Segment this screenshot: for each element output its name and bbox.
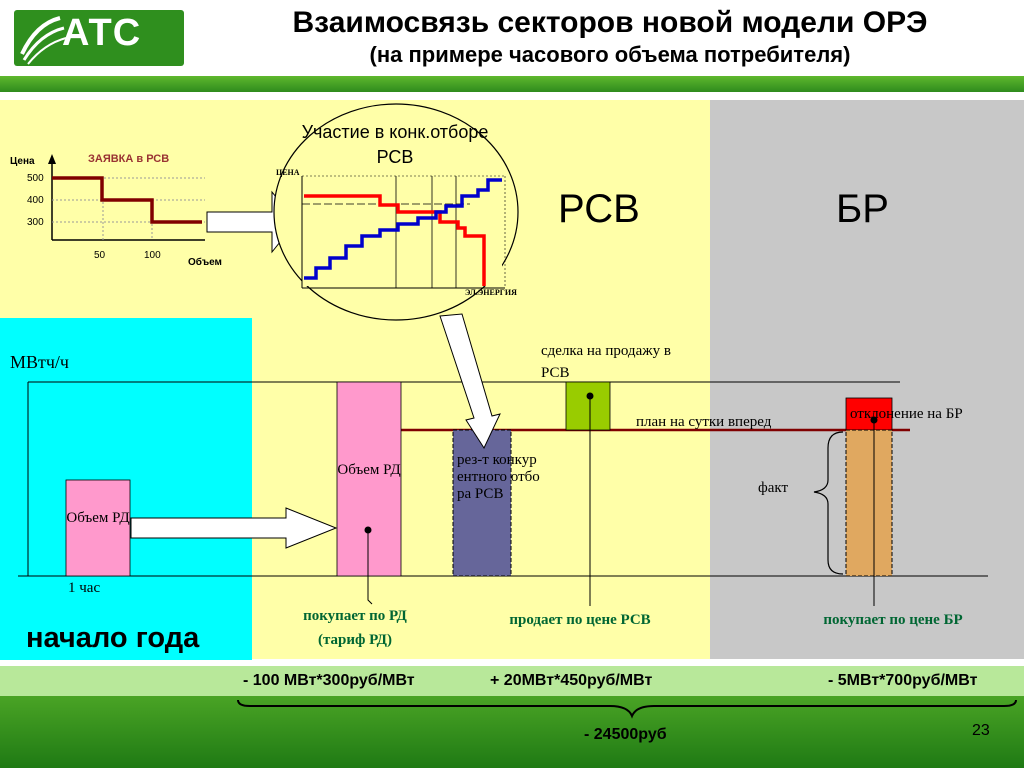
fact-brace (813, 431, 844, 575)
main-y-label: МВтч/ч (10, 352, 69, 372)
logo (14, 10, 184, 66)
demand-curve (304, 194, 486, 286)
footer-light-stripe (0, 666, 1024, 696)
bid-x-label: Объем (188, 257, 222, 268)
auction-y-label: ЦЕНА (276, 168, 300, 177)
bid-y-label: Цена (10, 156, 35, 167)
bid-tick-50: 50 (94, 250, 106, 261)
rsv-result-label: рез-т конкурентного отбора РСВ (457, 452, 540, 502)
auction-caption: Участие в конк.отборе РСВ (301, 122, 489, 167)
calc-rsv: + 20МВт*450руб/МВт (490, 672, 653, 689)
page-number: 23 (972, 722, 990, 739)
start-year-label: начало года (26, 622, 200, 654)
rd-big-label: Объем РД (337, 462, 401, 478)
buys-br-note: покупает по цене БР (823, 612, 963, 628)
auction-x-label: ЭЛ.ЭНЕРГИЯ (465, 288, 517, 297)
sale-label: сделка на продажу в РСВ (541, 343, 671, 381)
bid-tick-300: 300 (27, 217, 44, 228)
rsv-result-bar (452, 429, 512, 577)
rd-pointer (367, 530, 373, 605)
logo-text: АТС (62, 12, 142, 54)
deviation-label: отклонение на БР (850, 406, 963, 422)
calc-rd: - 100 МВт*300руб/МВт (243, 672, 415, 689)
hour-label: 1 час (68, 580, 101, 596)
auction-to-result-arrow (439, 313, 501, 450)
header-green-strip (0, 76, 1024, 92)
rd-big-bar (336, 381, 402, 577)
logo-swoosh-icon (20, 16, 67, 65)
fact-bar (845, 429, 893, 577)
br-sector-label: БР (836, 187, 889, 231)
bid-tick-500: 500 (27, 173, 44, 184)
plan-label: план на сутки вперед (636, 414, 772, 430)
page-title: Взаимосвязь секторов новой модели ОРЭ (292, 6, 928, 39)
bid-chart-title: ЗАЯВКА в РСВ (88, 153, 170, 165)
rsv-sector-label: РСВ (558, 187, 640, 231)
supply-curve (304, 178, 502, 280)
sells-rsv-note: продает по цене РСВ (509, 612, 651, 628)
bid-y-arrow-icon (48, 154, 56, 164)
calc-total: - 24500руб (584, 726, 667, 743)
rd-small-label: Объем РД (66, 510, 130, 526)
sale-bar (565, 381, 611, 431)
calc-br: - 5МВт*700руб/МВт (828, 672, 978, 689)
rd-arrow (130, 507, 338, 549)
bid-steps-polyline (52, 176, 202, 224)
bid-step-line (52, 176, 202, 224)
buys-rd-note: покупает по РД (тариф РД) (303, 608, 407, 648)
rd-small-bar (65, 479, 131, 577)
page-subtitle: (на примере часового объема потребителя) (369, 42, 851, 67)
fact-label: факт (758, 480, 789, 496)
bid-tick-400: 400 (27, 195, 44, 206)
divider (0, 94, 1024, 100)
bid-tick-100: 100 (144, 250, 161, 261)
footer-brace (237, 699, 1017, 719)
